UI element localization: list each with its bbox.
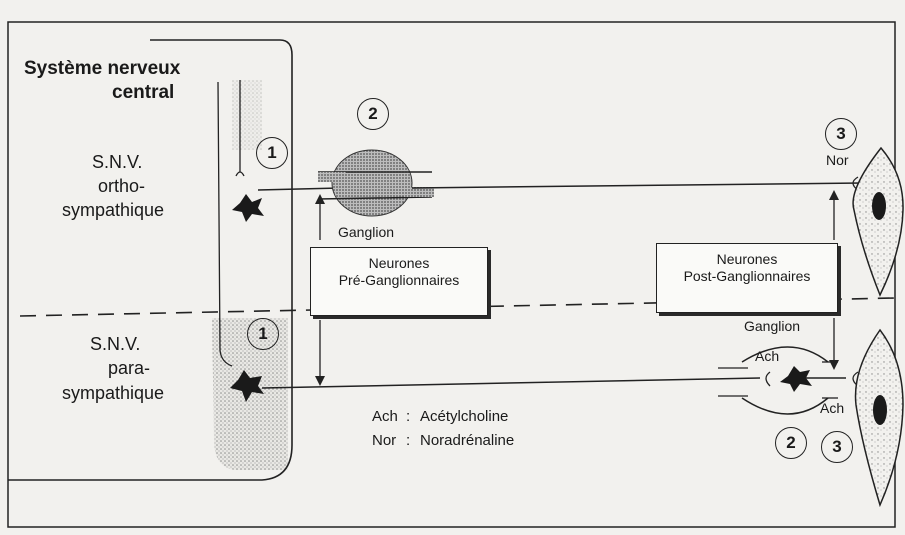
ortho-ganglion-label: Ganglion: [338, 224, 394, 240]
para-synapse-terminal: [766, 372, 770, 386]
number-1-ortho: 1: [256, 137, 288, 169]
pre-arrow-down-head: [315, 376, 325, 386]
effector-nucleus-ortho: [872, 192, 886, 220]
ortho-descending-fiber-end: [236, 172, 244, 176]
ortho-ganglion: [332, 150, 412, 216]
cns-title: Système nerveux: [24, 58, 180, 80]
para-label-1: S.N.V.: [90, 334, 140, 355]
para-label-3: sympathique: [62, 383, 164, 404]
post-arrow-down-head: [829, 360, 839, 370]
legend-ach-text: Acétylcholine: [420, 408, 508, 426]
nor-label: Nor: [826, 152, 849, 168]
legend-nor-abbr: Nor: [372, 432, 396, 450]
pre-ganglionic-box: Neurones Pré-Ganglionnaires: [310, 247, 488, 316]
post-box-line2: Post-Ganglionnaires: [657, 268, 837, 285]
ortho-label-2: ortho-: [98, 176, 145, 197]
ortho-preganglionic-fiber: [258, 188, 340, 190]
ortho-neuron-body: [232, 194, 264, 222]
legend-ach-abbr: Ach: [372, 408, 398, 426]
cns-light-stipple: [232, 80, 262, 150]
pre-box-line1: Neurones: [311, 255, 487, 272]
para-ganglion-neuron: [780, 366, 812, 392]
ortho-label-1: S.N.V.: [92, 152, 142, 173]
para-preganglionic-fiber: [262, 378, 760, 388]
ach-effector-label: Ach: [820, 400, 844, 416]
legend-nor-sep: :: [406, 432, 410, 450]
cns-title-line2: central: [112, 82, 174, 104]
number-3-para: 3: [821, 431, 853, 463]
ach-ganglion-label: Ach: [755, 348, 779, 364]
post-arrow-up-head: [829, 190, 839, 200]
number-2-ortho: 2: [357, 98, 389, 130]
ortho-ganglion-hatch: [318, 172, 346, 182]
pre-box-line2: Pré-Ganglionnaires: [311, 272, 487, 289]
ortho-postganglionic-fiber: [412, 183, 862, 188]
legend-nor-text: Noradrénaline: [420, 432, 514, 450]
para-label-2: para-: [108, 358, 150, 379]
para-ganglion-label: Ganglion: [744, 318, 800, 334]
ortho-label-3: sympathique: [62, 200, 164, 221]
post-box-line1: Neurones: [657, 251, 837, 268]
post-ganglionic-box: Neurones Post-Ganglionnaires: [656, 243, 838, 313]
legend-ach-sep: :: [406, 408, 410, 426]
number-1-para: 1: [247, 318, 279, 350]
effector-nucleus-para: [873, 395, 887, 425]
number-3-ortho: 3: [825, 118, 857, 150]
number-2-para: 2: [775, 427, 807, 459]
